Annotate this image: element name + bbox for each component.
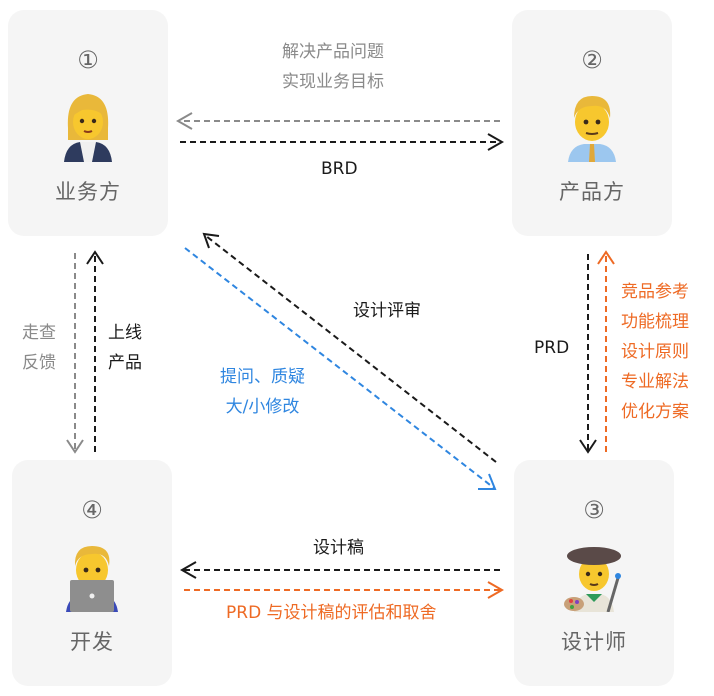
role-label: 业务方	[55, 180, 121, 204]
arrowhead-left-black	[179, 561, 197, 579]
node-developer: ④ 开发	[12, 460, 172, 686]
developer-laptop-icon	[66, 546, 118, 612]
artist-icon	[564, 547, 621, 612]
businessman-icon	[568, 96, 616, 162]
label-dev-to-business: 上线 产品	[108, 323, 142, 373]
arrowhead-down-black	[579, 439, 597, 454]
arrow-business-to-designer	[184, 247, 495, 489]
businesswoman-icon	[64, 94, 112, 162]
step-number: ③	[583, 496, 605, 524]
arrowhead-left-gray	[175, 112, 193, 130]
arrow-designer-to-business	[205, 235, 497, 463]
step-number: ①	[77, 46, 99, 74]
node-product: ② 产品方	[512, 10, 672, 236]
arrowhead-right-orange	[487, 581, 505, 599]
step-number: ④	[81, 496, 103, 524]
arrowhead-diag-black	[202, 232, 220, 249]
label-designer-to-dev: 设计稿	[313, 538, 364, 558]
arrowhead-up-black	[86, 250, 104, 265]
arrowhead-down-gray	[66, 439, 84, 454]
node-designer: ③ 设计师	[514, 460, 674, 686]
role-label: 产品方	[559, 180, 625, 204]
label-designer-to-product: 竞品参考 功能梳理 设计原则 专业解法 优化方案	[621, 282, 689, 422]
label-product-to-business: 解决产品问题 实现业务目标	[282, 42, 384, 92]
arrowhead-diag-blue	[478, 473, 497, 490]
label-business-to-dev: 走查 反馈	[22, 323, 56, 373]
label-product-to-designer: PRD	[534, 338, 570, 358]
role-label: 设计师	[561, 630, 627, 654]
label-dev-to-designer: PRD 与设计稿的评估和取舍	[226, 603, 437, 623]
role-label: 开发	[70, 630, 114, 654]
node-business: ① 业务方	[8, 10, 168, 236]
arrowhead-right-black	[487, 133, 505, 151]
label-business-to-designer: 提问、质疑 大/小修改	[220, 367, 305, 417]
arrowhead-up-orange	[597, 250, 615, 265]
label-designer-to-business: 设计评审	[353, 301, 421, 321]
step-number: ②	[581, 46, 603, 74]
label-business-to-product: BRD	[321, 159, 358, 179]
